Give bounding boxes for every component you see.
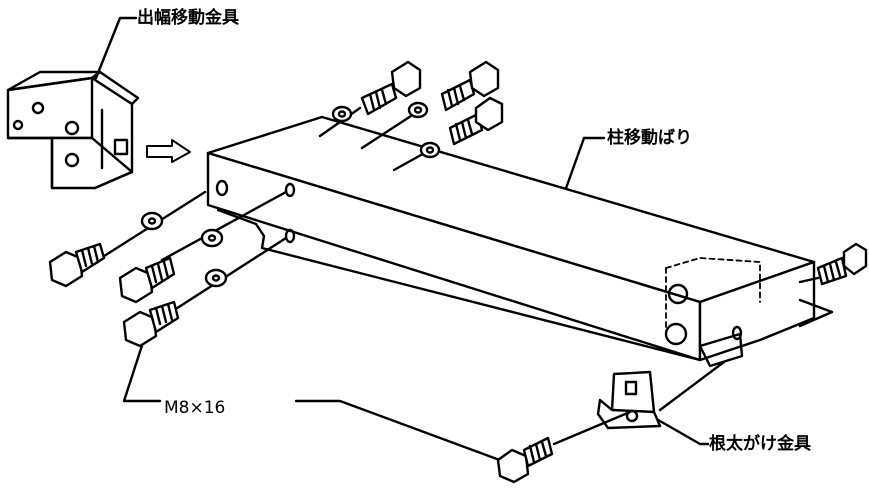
pillar-beam-drawing [206,115,834,368]
bolt-right-end [798,242,868,286]
bolt-top-left [318,60,422,138]
label-moving-bracket: 出幅移動金具 [137,8,239,28]
bolt-left-top [48,190,207,288]
bolt-top-right-upper [360,60,500,150]
moving-bracket-drawing [6,70,140,190]
bolt-left-middle [118,190,288,304]
bolt-top-right-lower [392,96,504,172]
bolt-bottom [496,410,632,484]
label-pillar-beam: 柱移動ばり [607,128,692,148]
label-joist-bracket: 根太がけ金具 [709,434,811,454]
label-bolt-spec: M8×16 [164,398,226,418]
joist-bracket-drawing [596,360,726,430]
move-arrow-icon [146,139,191,163]
bolt-left-bottom [122,236,288,348]
